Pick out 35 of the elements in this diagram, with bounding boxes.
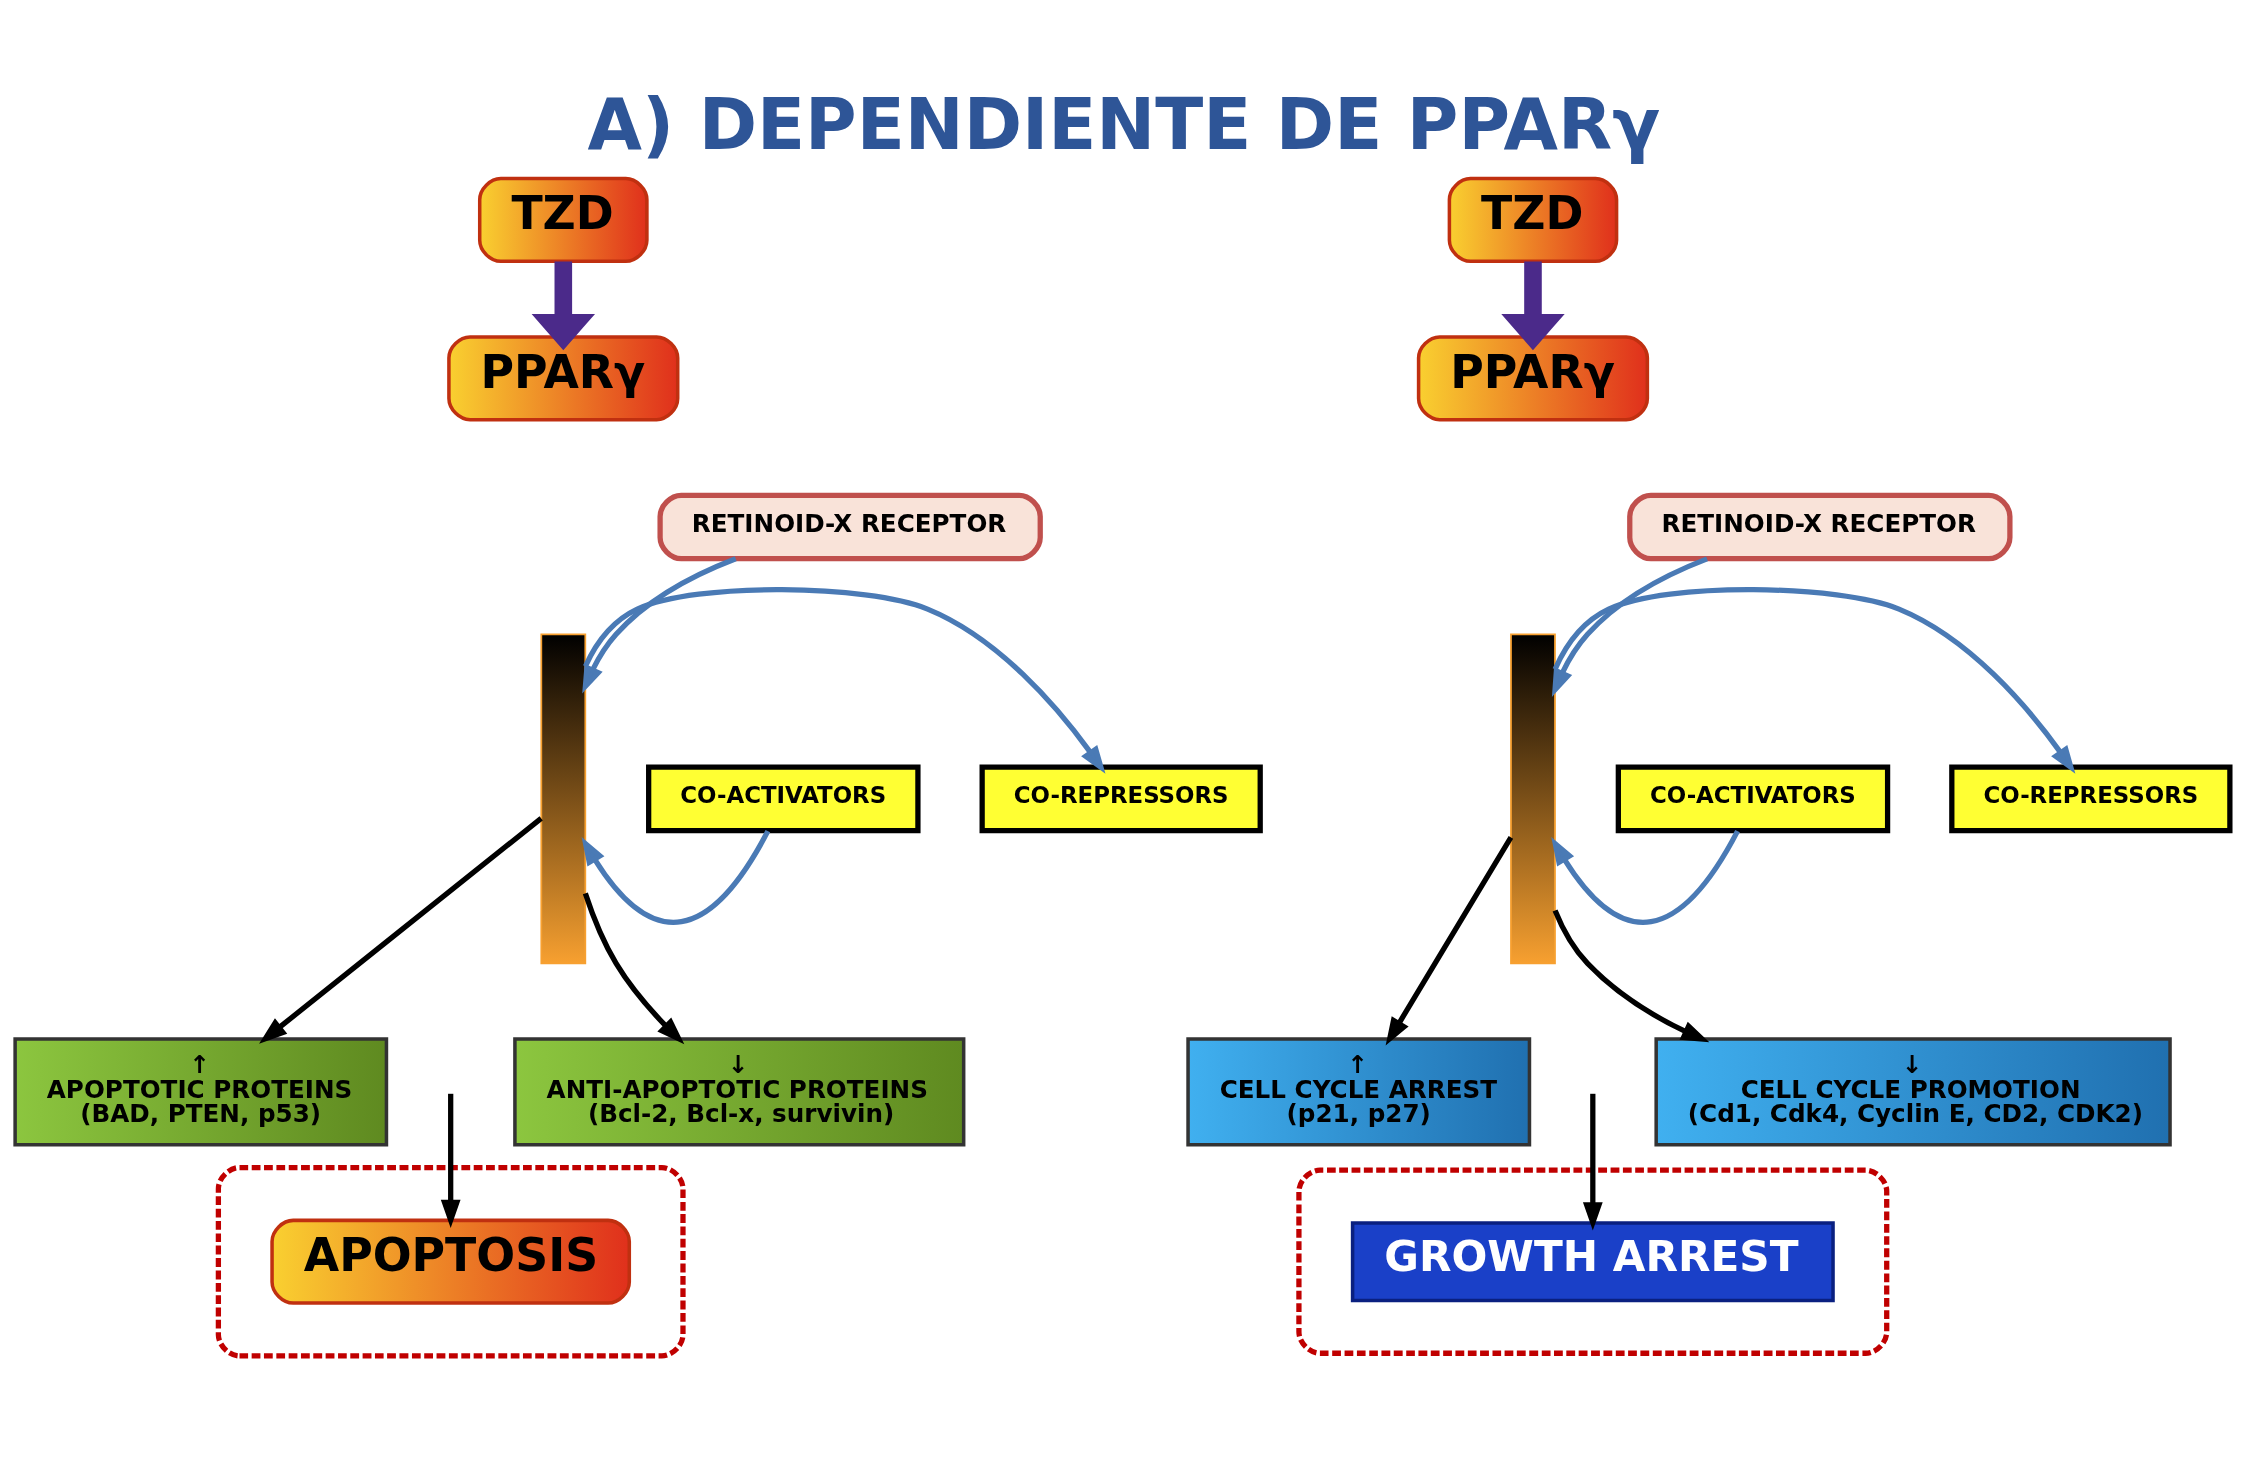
node-box: RETINOID-X RECEPTOR (657, 492, 1043, 562)
node-box: TZD (1447, 176, 1619, 263)
node-bar (1510, 633, 1556, 965)
arrow (581, 829, 771, 925)
arrow (583, 587, 1106, 774)
arrow (1552, 587, 2076, 774)
arrow (582, 892, 685, 1045)
node-bar (540, 633, 587, 965)
arrow (1551, 556, 1708, 697)
node-box: APOPTOSIS (270, 1218, 632, 1305)
node-box: GROWTH ARREST (1350, 1221, 1835, 1303)
cluster (1296, 1167, 1890, 1356)
node-box: PPARγ (1416, 335, 1650, 422)
node-box: CO-ACTIVATORS (646, 764, 921, 834)
arrow (440, 1093, 461, 1228)
node-box: RETINOID-X RECEPTOR (1627, 492, 2013, 562)
node-box: CO-ACTIVATORS (1615, 764, 1891, 834)
arrow (259, 816, 543, 1044)
node-box: PPARγ (447, 335, 680, 422)
arrow (1501, 261, 1565, 351)
arrow (1551, 829, 1740, 925)
node-box: ↑ CELL CYCLE ARREST (p21, p27) (1186, 1037, 1532, 1147)
arrow (582, 556, 737, 694)
node-box: CO-REPRESSORS (1949, 764, 2233, 834)
arrow (1552, 909, 1710, 1043)
node-box: ↓ ANTI-APOPTOTIC PROTEINS (Bcl-2, Bcl-x, survivin) (513, 1037, 966, 1147)
node-box: ↓ CELL CYCLE PROMOTION (Cd1, Cdk4, Cyclin E, CD2, CDK2) (1654, 1037, 2172, 1147)
node-box: TZD (477, 176, 649, 263)
arrow (531, 261, 596, 351)
arrow (1385, 835, 1514, 1046)
arrow (1582, 1093, 1603, 1231)
cluster (215, 1164, 686, 1359)
node-box: ↑ APOPTOTIC PROTEINS (BAD, PTEN, p53) (13, 1037, 389, 1147)
node-box: CO-REPRESSORS (979, 764, 1263, 834)
diagram-title: A) DEPENDIENTE DE PPARγ (587, 83, 1661, 166)
